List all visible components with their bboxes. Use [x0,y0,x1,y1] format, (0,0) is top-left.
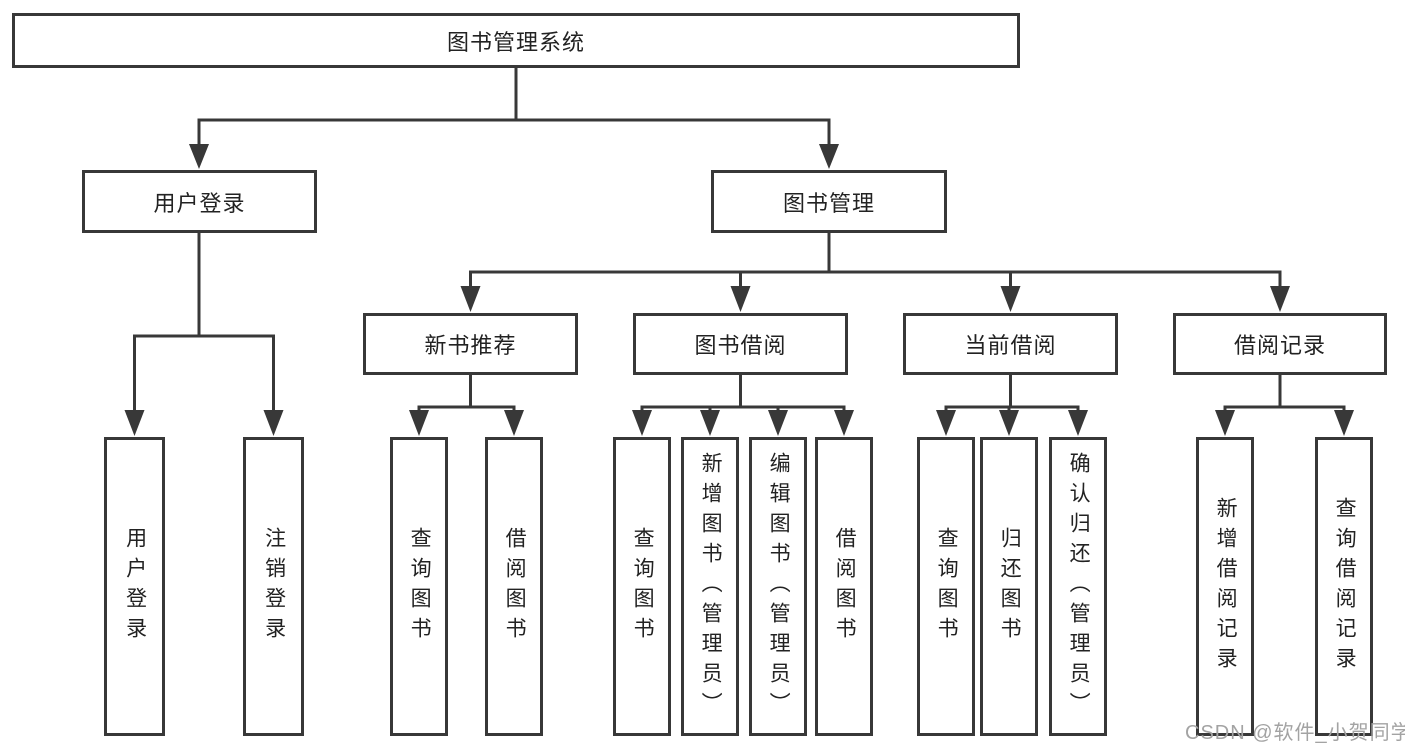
leaf-edit-books-admin: 编辑图书（管理员） [749,437,807,736]
leaf-query-borrow-record-label: 查询借阅记录 [1333,496,1357,677]
leaf-user-login-label: 用户登录 [123,526,147,647]
node-user-login-label: 用户登录 [153,190,246,216]
leaf-add-borrow-record-label: 新增借阅记录 [1214,496,1238,677]
node-new-book-recommend-label: 新书推荐 [424,333,517,358]
leaf-confirm-return-admin-label: 确认归还（管理员） [1067,451,1091,722]
leaf-add-borrow-record: 新增借阅记录 [1196,437,1254,736]
node-current-borrowing: 当前借阅 [903,313,1118,375]
node-book-borrowing: 图书借阅 [633,313,848,375]
node-book-borrowing-label: 图书借阅 [694,333,787,358]
node-user-login: 用户登录 [82,170,317,233]
node-borrowing-records: 借阅记录 [1173,313,1387,375]
node-book-management-label: 图书管理 [782,190,875,216]
leaf-query-books-2: 查询图书 [613,437,671,736]
leaf-query-books-1: 查询图书 [390,437,448,736]
leaf-query-books-1-label: 查询图书 [408,526,432,647]
leaf-logout: 注销登录 [243,437,304,736]
leaf-add-books-admin-label: 新增图书（管理员） [699,451,723,722]
leaf-return-books-label: 归还图书 [998,526,1022,647]
leaf-confirm-return-admin: 确认归还（管理员） [1049,437,1107,736]
csdn-watermark: CSDN @软件_小贺同学 [1185,722,1405,744]
node-book-management: 图书管理 [711,170,947,233]
leaf-logout-label: 注销登录 [262,526,286,647]
arrowheads [124,144,1354,436]
leaf-query-books-2-label: 查询图书 [631,526,655,647]
node-current-borrowing-label: 当前借阅 [964,333,1057,358]
leaf-query-borrow-record: 查询借阅记录 [1315,437,1373,736]
leaf-borrow-books-2: 借阅图书 [815,437,873,736]
node-root: 图书管理系统 [12,13,1020,68]
leaf-borrow-books-1-label: 借阅图书 [503,526,527,647]
leaf-query-books-3-label: 查询图书 [935,526,959,647]
node-new-book-recommend: 新书推荐 [363,313,578,375]
leaf-return-books: 归还图书 [980,437,1038,736]
leaf-user-login: 用户登录 [104,437,165,736]
leaf-query-books-3: 查询图书 [917,437,975,736]
leaf-borrow-books-1: 借阅图书 [485,437,543,736]
node-borrowing-records-label: 借阅记录 [1233,333,1326,358]
leaf-borrow-books-2-label: 借阅图书 [833,526,857,647]
node-root-label: 图书管理系统 [446,29,585,55]
leaf-edit-books-admin-label: 编辑图书（管理员） [767,451,791,722]
leaf-add-books-admin: 新增图书（管理员） [681,437,739,736]
